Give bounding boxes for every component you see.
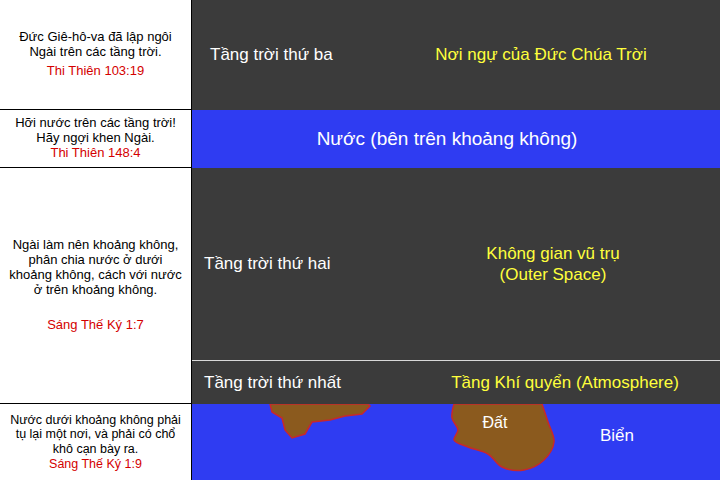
verse-text: Đức Giê-hô-va đã lập ngôi Ngài trên các … [8, 30, 183, 60]
verse-cell: Nước dưới khoảng không phải tụ lại một n… [0, 404, 192, 480]
scripture-ref: Thi Thiên 103:19 [47, 64, 144, 79]
text-slot: Biển [577, 416, 657, 456]
water-label: Nước (bên trên khoảng không) [317, 127, 578, 151]
land-label: Đất [483, 413, 508, 433]
text-slot: Không gian vũ trụ (Outer Space) [463, 168, 643, 360]
verse-cell: Ngài làm nên khoảng không, phân chia nướ… [0, 168, 192, 404]
land-shape [270, 404, 370, 438]
verse-cell: Hỡi nước trên các tầng trời! Hãy ngợi kh… [0, 110, 192, 168]
land-shape: Đất [450, 404, 562, 474]
text-slot: Tầng trời thứ nhất [204, 361, 384, 404]
verse-text: Hỡi nước trên các tầng trời! Hãy ngợi kh… [8, 116, 183, 146]
sea-label: Biển [600, 425, 634, 446]
heaven-band: Tầng trời thứ hai Không gian vũ trụ (Oute… [192, 168, 720, 361]
heaven-description: Không gian vũ trụ (Outer Space) [463, 243, 643, 286]
water-band: Nước (bên trên khoảng không) [192, 110, 720, 168]
heaven-name: Tầng trời thứ nhất [204, 372, 341, 393]
scripture-ref: Sáng Thế Ký 1:9 [49, 457, 142, 471]
scripture-ref: Thi Thiên 148:4 [50, 146, 140, 161]
heaven-description: Tầng Khí quyển (Atmosphere) [451, 372, 679, 393]
heaven-band: Tầng trời thứ ba Nơi ngự của Đức Chúa Trờ… [192, 0, 720, 110]
heaven-name: Tầng trời thứ ba [210, 44, 333, 65]
sea-region: Biển Đất [192, 404, 720, 480]
text-slot: Nước (bên trên khoảng không) [232, 110, 662, 168]
verse-text: Nước dưới khoảng không phải tụ lại một n… [8, 413, 183, 456]
text-slot: Tầng trời thứ ba [210, 0, 385, 110]
scripture-ref: Sáng Thế Ký 1:7 [47, 318, 144, 333]
verse-cell: Đức Giê-hô-va đã lập ngôi Ngài trên các … [0, 0, 192, 110]
heaven-band: Tầng trời thứ nhất Tầng Khí quyển (Atmosp… [192, 361, 720, 404]
land-shape [452, 404, 554, 470]
heaven-description: Nơi ngự của Đức Chúa Trời [435, 44, 646, 65]
text-slot: Tầng Khí quyển (Atmosphere) [415, 361, 715, 404]
text-slot: Nơi ngự của Đức Chúa Trời [391, 0, 691, 110]
text-slot: Đất [470, 408, 520, 438]
text-slot: Tầng trời thứ hai [204, 168, 384, 360]
heaven-name: Tầng trời thứ hai [204, 253, 330, 274]
verse-text: Ngài làm nên khoảng không, phân chia nướ… [8, 238, 183, 298]
